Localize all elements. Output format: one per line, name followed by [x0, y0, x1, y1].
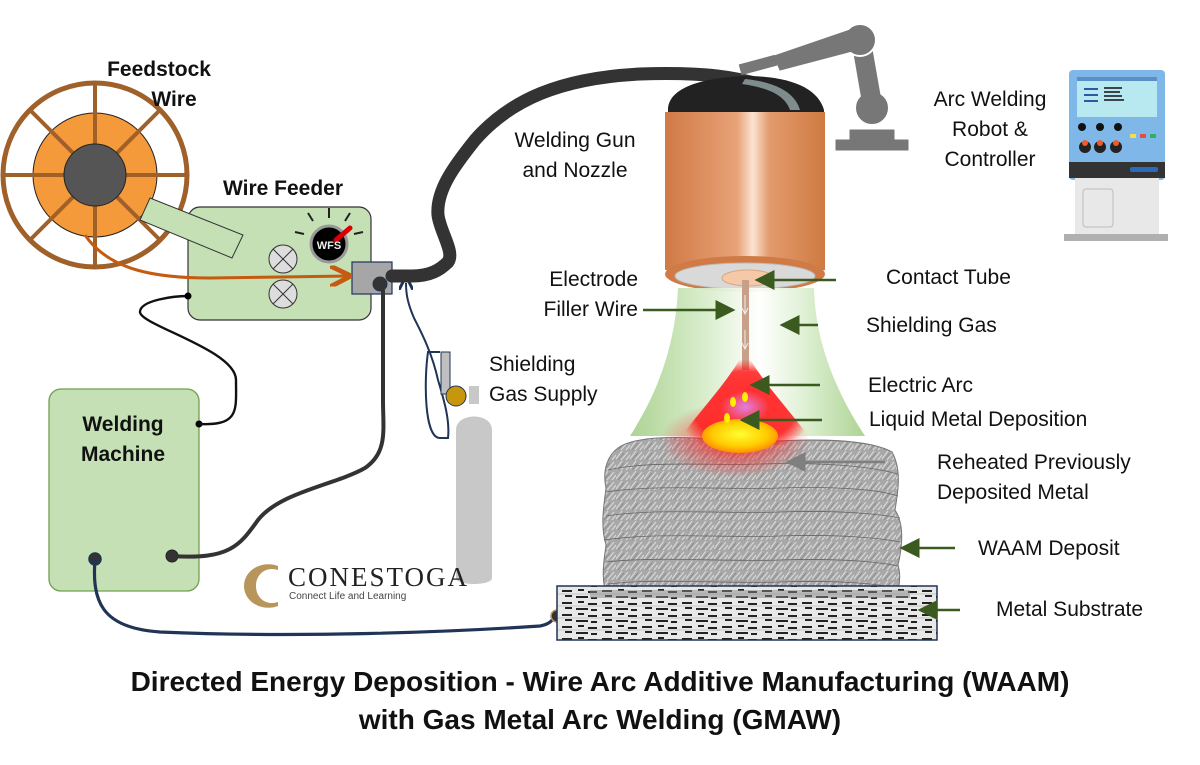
robot-arm-icon: [738, 23, 909, 151]
gas-regulator: [445, 385, 467, 407]
label-welding-gun-line1: Welding Gun: [514, 129, 636, 152]
liquid-metal-pool: [702, 419, 778, 453]
electrode-wire: [742, 280, 749, 370]
callout-arrows: [643, 270, 960, 620]
conestoga-logo-icon: [244, 564, 278, 608]
wfs-dial: WFS: [294, 208, 364, 264]
wire-feeder: WFS: [139, 197, 393, 321]
label-electric-arc: Electric Arc: [868, 374, 974, 397]
label-liquid-metal-deposition: Liquid Metal Deposition: [869, 408, 1088, 431]
label-welding-gun-line2: and Nozzle: [522, 159, 628, 182]
label-shielding-gas: Shielding Gas: [866, 314, 997, 337]
gun-cable: [385, 67, 782, 283]
welding-machine: [48, 388, 203, 592]
feedstock-spool: [0, 80, 190, 270]
label-contact-tube: Contact Tube: [886, 266, 1011, 289]
wfs-dial-label: WFS: [317, 240, 341, 252]
label-robot-line3: Controller: [944, 148, 1036, 171]
feed-wire-path: [83, 234, 348, 278]
drive-roller-top: [268, 244, 298, 274]
label-shielding-gas-supply: Shielding Gas Supply: [489, 350, 598, 410]
title-line1: Directed Energy Deposition - Wire Arc Ad…: [130, 666, 1070, 697]
label-reheated-metal: Reheated Previously Deposited Metal: [937, 448, 1131, 508]
logo-tagline: Connect Life and Learning: [289, 591, 407, 602]
power-cable: [171, 290, 386, 559]
control-cable: [138, 294, 238, 426]
label-robot-line1: Arc Welding: [933, 88, 1047, 111]
label-gas-supply-line1: Shielding: [489, 353, 576, 376]
spool-hub: [63, 143, 127, 207]
label-gas-supply-line2: Gas Supply: [489, 383, 598, 406]
title-line2: with Gas Metal Arc Welding (GMAW): [358, 704, 842, 735]
label-robot-controller: Arc Welding Robot & Controller: [920, 85, 1060, 175]
label-electrode-line1: Electrode: [549, 268, 638, 291]
label-welding-machine-line1: Welding: [82, 413, 164, 436]
label-feedstock-line2: Wire: [151, 88, 197, 111]
logo-name: CONESTOGA: [288, 562, 470, 592]
label-welding-machine-line2: Machine: [80, 443, 166, 466]
label-waam-deposit: WAAM Deposit: [978, 537, 1120, 560]
drive-roller-bottom: [268, 279, 298, 309]
robot-controller-icon: [1064, 70, 1168, 241]
label-wire-feeder: Wire Feeder: [223, 177, 344, 200]
label-robot-line2: Robot &: [952, 118, 1028, 141]
label-reheated-line2: Deposited Metal: [937, 481, 1089, 504]
label-welding-gun: Welding Gun and Nozzle: [500, 126, 650, 186]
label-feedstock-wire: Feedstock Wire: [104, 55, 214, 115]
label-reheated-line1: Reheated Previously: [937, 451, 1131, 474]
welding-gun-nozzle: [665, 76, 825, 292]
gas-cylinder: [440, 351, 492, 584]
label-electrode-filler-wire: Electrode Filler Wire: [528, 265, 639, 325]
label-feedstock-line1: Feedstock: [107, 58, 211, 81]
label-welding-machine: Welding Machine: [58, 410, 188, 470]
gas-hose: [406, 283, 450, 439]
label-metal-substrate: Metal Substrate: [996, 598, 1144, 621]
ground-cable: [92, 558, 559, 637]
label-electrode-line2: Filler Wire: [543, 298, 639, 321]
